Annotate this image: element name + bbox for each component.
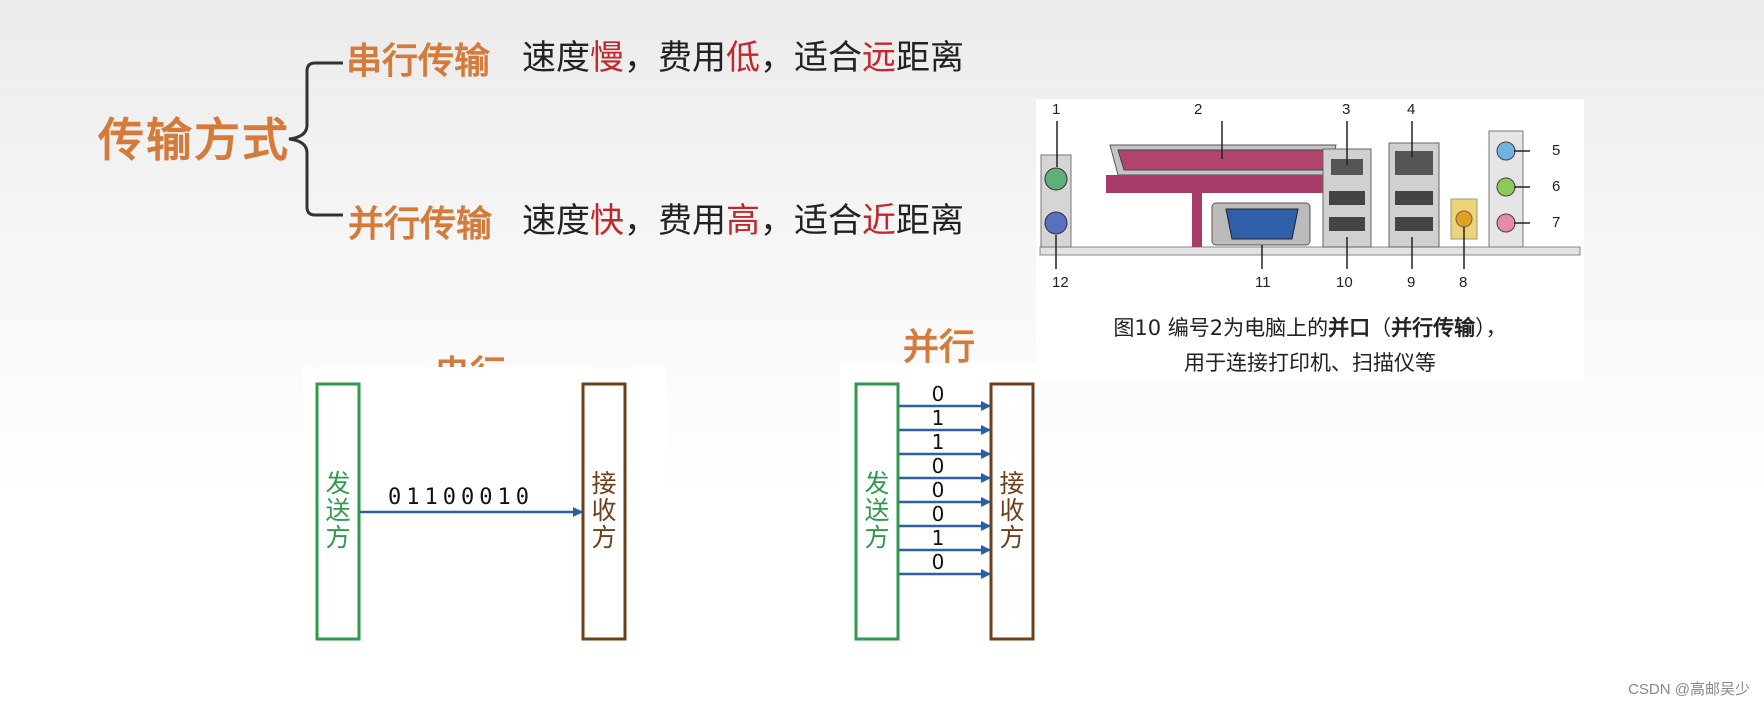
sender-char: 送 bbox=[325, 496, 351, 525]
sender-char: 方 bbox=[325, 523, 351, 552]
serial-distance-value: 远 bbox=[862, 38, 896, 78]
parallel-distance-value: 近 bbox=[862, 201, 896, 241]
audio-line-out bbox=[1496, 177, 1516, 197]
parallel-bit-label: 0 bbox=[931, 550, 945, 574]
callout-7: 7 bbox=[1552, 214, 1561, 231]
parallel-bit-label: 1 bbox=[931, 430, 945, 454]
transmission-method-title: 传输方式 bbox=[98, 113, 290, 167]
parallel-desc-part: 距离 bbox=[896, 201, 964, 241]
callout-5: 5 bbox=[1552, 142, 1561, 159]
parallel-bit-label: 0 bbox=[931, 502, 945, 526]
serial-cost-value: 低 bbox=[726, 38, 760, 78]
callout-4: 4 bbox=[1407, 101, 1416, 118]
caption-text: ）， bbox=[1475, 316, 1507, 340]
io-panel-illustration bbox=[1039, 121, 1581, 269]
serial-receiver-box bbox=[581, 382, 627, 641]
parallel-desc-part: ，费用 bbox=[624, 201, 726, 241]
audio-mic bbox=[1496, 213, 1516, 233]
receiver-char: 方 bbox=[999, 523, 1025, 552]
spdif-port bbox=[1455, 210, 1473, 228]
callout-3: 3 bbox=[1342, 101, 1351, 118]
curly-brace bbox=[288, 61, 343, 217]
callout-8: 8 bbox=[1459, 274, 1468, 291]
io-panel-figure: 1 2 3 4 5 6 7 8 9 10 11 12 图10 编号2为电脑上的并… bbox=[1036, 99, 1584, 380]
usb-port bbox=[1395, 191, 1433, 205]
parallel-cost-value: 高 bbox=[726, 201, 760, 241]
parallel-sender-box bbox=[854, 382, 900, 641]
parallel-receiver-label: 接 收 方 bbox=[998, 470, 1026, 551]
callout-9: 9 bbox=[1407, 274, 1416, 291]
parallel-bit-label: 0 bbox=[931, 454, 945, 478]
serial-desc-part: 距离 bbox=[896, 38, 964, 78]
sender-char: 发 bbox=[325, 469, 351, 498]
receiver-char: 收 bbox=[999, 496, 1025, 525]
parallel-bit-label: 1 bbox=[931, 406, 945, 430]
serial-sender-box bbox=[315, 382, 361, 641]
receiver-char: 接 bbox=[591, 469, 617, 498]
parallel-diagram-title: 并行 bbox=[903, 326, 976, 368]
caption-bold: 并口 bbox=[1328, 316, 1371, 340]
serial-description: 速度慢，费用低，适合远距离 bbox=[522, 30, 964, 79]
callout-2: 2 bbox=[1194, 101, 1203, 118]
serial-desc-part: 速度 bbox=[522, 38, 590, 78]
serial-speed-value: 慢 bbox=[590, 38, 624, 78]
sender-char: 发 bbox=[864, 469, 890, 498]
parallel-receiver-box bbox=[989, 382, 1035, 641]
parallel-description: 速度快，费用高，适合近距离 bbox=[522, 193, 964, 242]
ps2-keyboard-port bbox=[1044, 211, 1068, 235]
callout-12: 12 bbox=[1052, 274, 1069, 291]
parallel-diagram-graphics bbox=[854, 382, 1035, 641]
leader-lines bbox=[1055, 121, 1530, 269]
callout-10: 10 bbox=[1336, 274, 1353, 291]
parallel-transmission-label: 并行传输 bbox=[348, 203, 493, 245]
usb-port bbox=[1395, 217, 1433, 231]
lan-port bbox=[1395, 151, 1433, 175]
serial-desc-part: ，适合 bbox=[760, 38, 862, 78]
callout-11: 11 bbox=[1255, 274, 1271, 291]
parallel-sender-label: 发 送 方 bbox=[863, 470, 891, 551]
watermark: CSDN @高邮吴少 bbox=[1628, 681, 1750, 698]
parallel-bit-label: 1 bbox=[931, 526, 945, 550]
parallel-port bbox=[1117, 149, 1329, 171]
parallel-desc-part: ，适合 bbox=[760, 201, 862, 241]
audio-line-in bbox=[1496, 141, 1516, 161]
firewire-port bbox=[1331, 159, 1363, 175]
caption-text: 图10 编号2为电脑上的 bbox=[1113, 316, 1329, 340]
serial-transmission-label: 串行传输 bbox=[346, 40, 491, 82]
caption-text: （ bbox=[1370, 316, 1392, 340]
receiver-char: 收 bbox=[591, 496, 617, 525]
serial-desc-part: ，费用 bbox=[624, 38, 726, 78]
parallel-desc-part: 速度 bbox=[522, 201, 590, 241]
serial-bits: 01100010 bbox=[388, 485, 534, 510]
parallel-port-bracket-leg bbox=[1192, 193, 1202, 247]
callout-6: 6 bbox=[1552, 178, 1561, 195]
figure-caption-line2: 用于连接打印机、扫描仪等 bbox=[1184, 351, 1436, 375]
ps2-mouse-port bbox=[1044, 167, 1068, 191]
caption-bold: 并行传输 bbox=[1391, 316, 1476, 340]
sender-char: 方 bbox=[864, 523, 890, 552]
callout-1: 1 bbox=[1052, 101, 1061, 118]
serial-diagram-graphics bbox=[315, 382, 627, 641]
vga-port bbox=[1225, 208, 1299, 240]
figure-caption-line1: 图10 编号2为电脑上的并口（并行传输）， bbox=[1036, 312, 1584, 342]
parallel-bit-label: 0 bbox=[931, 382, 945, 406]
parallel-port-bracket bbox=[1106, 175, 1334, 193]
parallel-bit-label: 0 bbox=[931, 478, 945, 502]
sender-char: 送 bbox=[864, 496, 890, 525]
parallel-speed-value: 快 bbox=[590, 201, 624, 241]
usb-port bbox=[1329, 217, 1365, 231]
usb-port bbox=[1329, 191, 1365, 205]
io-base-plate bbox=[1039, 246, 1581, 256]
serial-sender-label: 发 送 方 bbox=[324, 470, 352, 551]
serial-receiver-label: 接 收 方 bbox=[590, 470, 618, 551]
receiver-char: 接 bbox=[999, 469, 1025, 498]
serial-diagram-panel: 发 送 方 接 收 方 01100010 bbox=[303, 367, 667, 645]
receiver-char: 方 bbox=[591, 523, 617, 552]
